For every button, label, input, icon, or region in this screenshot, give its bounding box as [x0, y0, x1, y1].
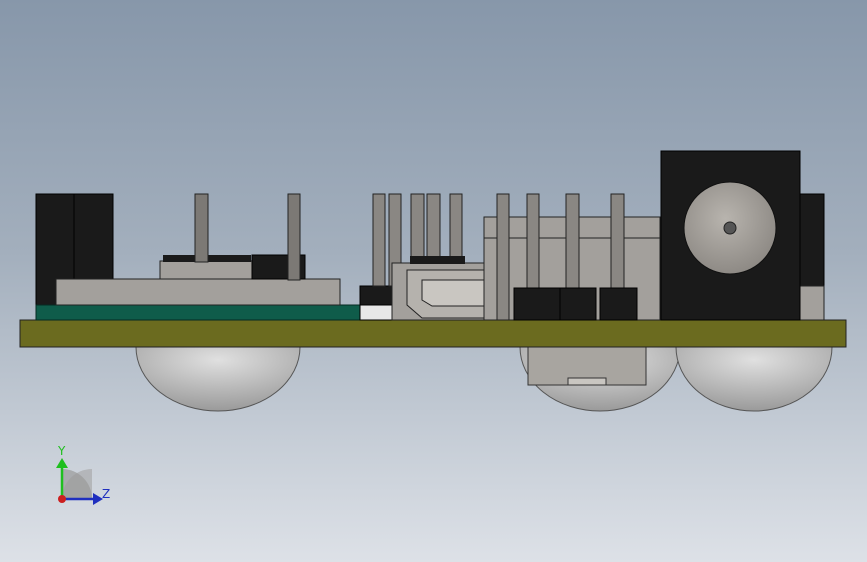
y-axis-arrow	[56, 458, 68, 468]
rotary-block	[660, 150, 825, 321]
foot-left	[135, 346, 301, 412]
black-components	[513, 287, 638, 321]
gray-module-top	[159, 260, 253, 280]
z-axis-arrow	[93, 493, 103, 505]
pin	[194, 193, 209, 263]
pin	[287, 193, 301, 281]
small-header-base	[359, 304, 394, 321]
main-board	[19, 319, 847, 348]
green-pcb	[35, 304, 361, 321]
bottom-bracket	[527, 346, 647, 386]
gray-module	[55, 278, 341, 306]
x-axis-dot	[58, 495, 66, 503]
y-axis-label: Y	[57, 444, 66, 458]
foot-right	[675, 346, 833, 412]
z-axis-label: Z	[102, 487, 110, 501]
view-orientation-triad-icon: Y Z	[56, 444, 110, 505]
usb-port[interactable]	[391, 256, 515, 321]
